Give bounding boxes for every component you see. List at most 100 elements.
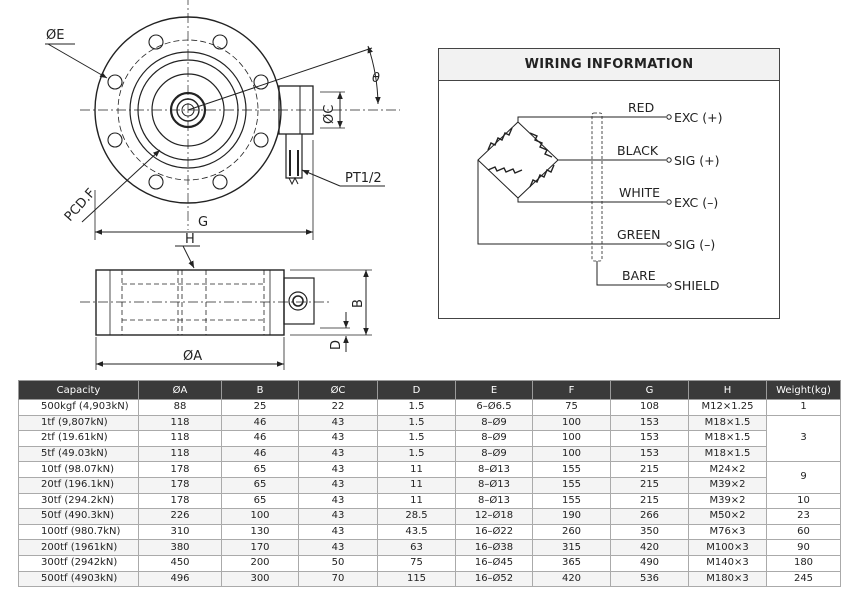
table-cell: 28.5 <box>377 508 456 525</box>
table-cell: 153 <box>610 414 689 432</box>
label-dia-c: ØC <box>322 105 337 124</box>
weight-cell: 90 <box>766 539 841 556</box>
table-cell: 25 <box>221 399 299 416</box>
wire-signal-exc-plus: EXC (+) <box>674 110 722 125</box>
table-cell: 16–Ø22 <box>455 523 533 541</box>
table-cell: 315 <box>532 539 611 556</box>
table-cell: 43 <box>298 539 378 556</box>
table-cell: 108 <box>610 399 689 416</box>
wire-signal-sig-plus: SIG (+) <box>674 153 720 168</box>
bolt-holes <box>107 34 269 190</box>
table-cell: 118 <box>138 430 222 447</box>
table-cell: 496 <box>138 570 222 588</box>
table-cell: 350 <box>610 523 689 541</box>
weight-cell: 60 <box>766 523 841 541</box>
table-cell: 153 <box>610 445 689 463</box>
wire-signal-shield: SHIELD <box>674 278 720 293</box>
table-cell: 8–Ø9 <box>455 430 533 447</box>
table-cell: 118 <box>138 445 222 463</box>
wiring-labels: RED EXC (+) BLACK SIG (+) WHITE EXC (–) … <box>617 100 722 293</box>
table-cell: 1.5 <box>377 414 456 432</box>
table-cell: 115 <box>377 570 456 588</box>
wire-color-white: WHITE <box>619 185 660 200</box>
label-pcd: PCD.F <box>62 186 99 225</box>
table-cell: 8–Ø13 <box>455 461 533 478</box>
table-cell: 100 <box>532 414 611 432</box>
capacity-cell: 30tf (294.2kN) <box>18 492 139 510</box>
capacity-cell: 100tf (980.7kN) <box>18 523 139 541</box>
table-cell: 43 <box>298 445 378 463</box>
header-e: E <box>455 380 533 400</box>
table-cell: 88 <box>138 399 222 416</box>
table-cell: 190 <box>532 508 611 525</box>
table-cell: 155 <box>532 476 611 494</box>
table-cell: M39×2 <box>688 476 767 494</box>
table-cell: 153 <box>610 430 689 447</box>
weight-cell: 23 <box>766 508 841 525</box>
table-cell: 170 <box>221 539 299 556</box>
table-cell: 75 <box>377 554 456 572</box>
table-cell: 226 <box>138 508 222 525</box>
table-cell: 8–Ø13 <box>455 492 533 510</box>
table-cell: 8–Ø13 <box>455 476 533 494</box>
label-dia-a: ØA <box>183 349 202 364</box>
table-cell: M24×2 <box>688 461 767 478</box>
table-cell: 43 <box>298 430 378 447</box>
label-g: G <box>198 215 208 230</box>
weight-cell: 1 <box>766 399 841 416</box>
table-cell: 420 <box>610 539 689 556</box>
table-cell: 178 <box>138 492 222 510</box>
table-cell: 11 <box>377 476 456 494</box>
table-cell: 1.5 <box>377 430 456 447</box>
table-cell: M100×3 <box>688 539 767 556</box>
table-cell: 63 <box>377 539 456 556</box>
weight-cell: 245 <box>766 570 841 588</box>
table-cell: 43 <box>298 414 378 432</box>
capacity-cell: 500kgf (4,903kN) <box>18 399 139 416</box>
table-cell: 65 <box>221 461 299 478</box>
header-dia-a: ØA <box>138 380 222 400</box>
table-cell: M18×1.5 <box>688 430 767 447</box>
table-cell: 260 <box>532 523 611 541</box>
table-cell: 43 <box>298 508 378 525</box>
label-h: H <box>185 232 195 247</box>
table-cell: 155 <box>532 461 611 478</box>
table-cell: 11 <box>377 461 456 478</box>
capacity-cell: 300tf (2942kN) <box>18 554 139 572</box>
wire-signal-sig-minus: SIG (–) <box>674 237 715 252</box>
table-cell: 46 <box>221 445 299 463</box>
header-d: D <box>377 380 456 400</box>
capacity-cell: 5tf (49.03kN) <box>18 445 139 463</box>
table-cell: 16–Ø52 <box>455 570 533 588</box>
table-cell: 43 <box>298 492 378 510</box>
table-cell: M50×2 <box>688 508 767 525</box>
label-b: B <box>351 299 366 308</box>
wire-color-black: BLACK <box>617 143 659 158</box>
wiring-schematic <box>477 112 672 288</box>
table-cell: 215 <box>610 492 689 510</box>
table-cell: 450 <box>138 554 222 572</box>
header-f: F <box>532 380 611 400</box>
table-cell: M12×1.25 <box>688 399 767 416</box>
table-cell: 215 <box>610 476 689 494</box>
table-cell: 118 <box>138 414 222 432</box>
header-b: B <box>221 380 299 400</box>
table-cell: M18×1.5 <box>688 445 767 463</box>
capacity-cell: 500tf (4903kN) <box>18 570 139 588</box>
table-cell: 65 <box>221 492 299 510</box>
table-cell: 1.5 <box>377 445 456 463</box>
table-cell: 65 <box>221 476 299 494</box>
header-g: G <box>610 380 689 400</box>
table-cell: 46 <box>221 430 299 447</box>
table-cell: 11 <box>377 492 456 510</box>
weight-cell: 10 <box>766 492 841 510</box>
table-cell: M76×3 <box>688 523 767 541</box>
